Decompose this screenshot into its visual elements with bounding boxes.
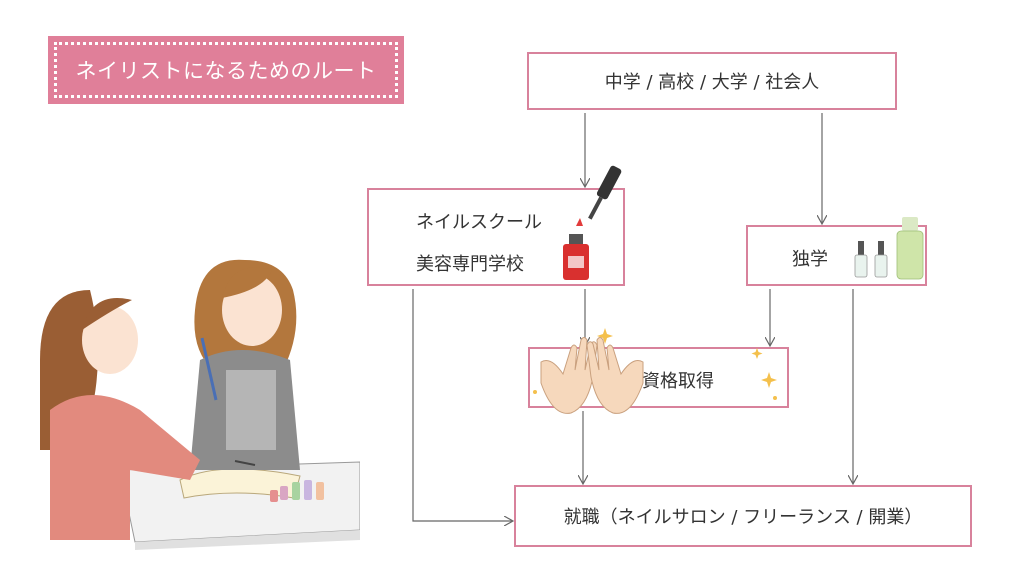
nail-salon-illustration <box>40 259 360 550</box>
school-label-2: 美容専門学校 <box>416 254 524 275</box>
school-label-1: ネイルスクール <box>416 212 542 233</box>
hands-icon <box>533 328 777 414</box>
school-box: ネイルスクール 美容専門学校 <box>367 165 625 286</box>
nail-polish-icon <box>563 165 622 280</box>
title-text: ネイリストになるためのルート <box>75 59 377 83</box>
employment-label: 就職（ネイルサロン / フリーランス / 開業） <box>563 507 923 528</box>
employment-box: 就職（ネイルサロン / フリーランス / 開業） <box>514 485 972 547</box>
start-label: 中学 / 高校 / 大学 / 社会人 <box>604 72 820 93</box>
certification-label: 資格取得 <box>642 371 714 392</box>
title-tag: ネイリストになるためのルート <box>48 36 404 104</box>
self-study-box: 独学 <box>746 217 927 286</box>
self-study-label: 独学 <box>792 249 828 270</box>
arrow-school-to-job <box>412 289 512 521</box>
title-frame: ネイリストになるためのルート <box>54 42 398 98</box>
start-box: 中学 / 高校 / 大学 / 社会人 <box>527 52 897 110</box>
bottles-icon <box>854 217 924 280</box>
